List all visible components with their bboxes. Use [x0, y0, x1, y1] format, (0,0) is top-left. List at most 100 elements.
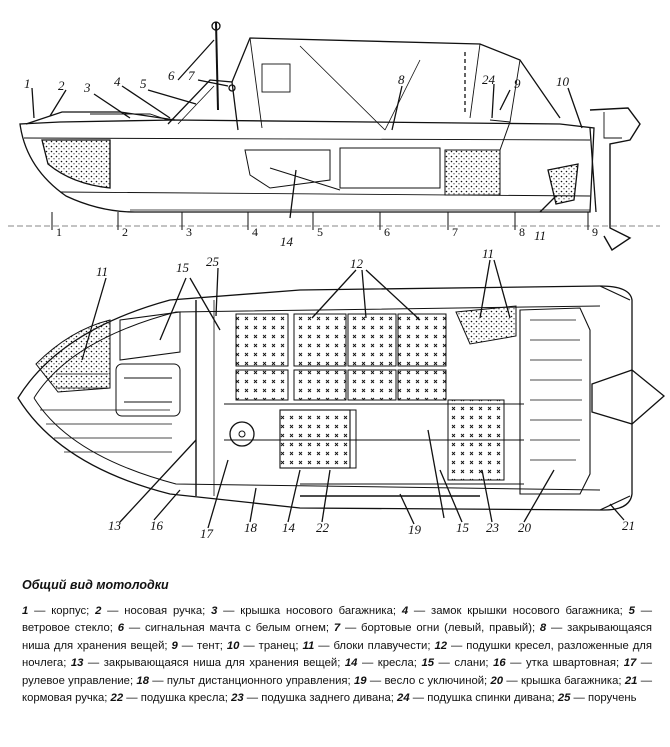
label-16-top: 16 — [150, 518, 164, 533]
legend-item: 9 — тент; — [171, 639, 223, 652]
label-25-top: 25 — [206, 254, 220, 269]
label-21-top: 21 — [622, 518, 635, 533]
legend-text: блоки плавучести; — [333, 639, 431, 652]
legend-text: рулевое управление; — [22, 674, 134, 687]
label-13-top: 13 — [108, 518, 122, 533]
bow-buoyancy-block — [41, 139, 111, 189]
label-1: 1 — [24, 76, 31, 91]
legend-number: 2 — [95, 605, 102, 617]
legend-number: 16 — [493, 657, 506, 670]
legend-number: 4 — [401, 605, 409, 617]
label-11-top: 11 — [96, 264, 108, 279]
label-11: 11 — [534, 228, 546, 243]
legend-text: подушка заднего дивана; — [261, 692, 394, 705]
outboard-motor-plan — [591, 369, 666, 425]
side-view — [8, 21, 660, 251]
legend-text: крышка носового багажника; — [240, 605, 397, 617]
legend-number: 18 — [136, 674, 149, 687]
legend-text: закрывающаяся ниша для хранения вещей; — [103, 657, 341, 670]
legend-item: 7 — бортовые огни (левый, правый); — [333, 622, 536, 635]
label-9: 9 — [514, 76, 521, 91]
legend-number: 17 — [623, 657, 637, 670]
label-2: 2 — [58, 78, 65, 93]
label-18-top: 18 — [244, 520, 258, 535]
label-14-top: 14 — [282, 520, 296, 535]
legend-number: 3 — [211, 605, 218, 617]
legend-number: 12 — [434, 639, 448, 652]
outboard-motor — [589, 107, 641, 251]
legend-number: 23 — [231, 692, 244, 705]
label-11-top-stern: 11 — [482, 246, 494, 261]
seat-cushion-22 — [279, 409, 351, 469]
boat-diagram: 1 2 3 4 5 6 7 8 24 9 10 14 11 1 2 3 4 5 … — [8, 21, 666, 541]
legend-number: 20 — [490, 674, 504, 687]
section-7: 7 — [452, 225, 458, 239]
legend-item: 25 — поручень — [557, 692, 637, 705]
legend-text: поручень — [588, 692, 637, 705]
legend-text: весло с уключиной; — [384, 674, 488, 687]
legend-item: 23 — подушка заднего дивана; — [231, 692, 394, 705]
legend-item: 4 — замок крышки носового багажника; — [401, 605, 623, 617]
section-1: 1 — [56, 225, 62, 239]
legend-text: ветровое стекло; — [22, 622, 113, 635]
section-9: 9 — [592, 225, 598, 239]
label-23-top: 23 — [486, 520, 500, 535]
label-24: 24 — [482, 72, 496, 87]
legend-number: 22 — [110, 692, 124, 705]
legend-number: 9 — [171, 639, 178, 652]
legend-item: 13 — закрывающаяся ниша для хранения вещ… — [70, 657, 341, 670]
section-5: 5 — [317, 225, 323, 239]
label-14: 14 — [280, 234, 294, 249]
legend-text: корпус; — [51, 605, 90, 617]
label-8: 8 — [398, 72, 405, 87]
rear-sofa-cushion-plan — [447, 399, 505, 481]
section-6: 6 — [384, 225, 390, 239]
legend-item: 3 — крышка носового багажника; — [211, 605, 397, 617]
label-15-top-b: 15 — [456, 520, 470, 535]
transom — [589, 127, 597, 213]
side-view-labels: 1 2 3 4 5 6 7 8 24 9 10 14 11 — [24, 68, 570, 249]
top-view — [17, 259, 666, 529]
legend-item: 10 — транец; — [226, 639, 299, 652]
legend-item: 17 — рулевое управление; — [22, 657, 653, 687]
legend-text: пульт дистанционного управления; — [166, 674, 351, 687]
legend-number: 6 — [117, 622, 125, 635]
legend-text: утка швартовная; — [526, 657, 620, 670]
label-19-top: 19 — [408, 522, 422, 537]
legend-text: тент; — [197, 639, 223, 652]
label-20-top: 20 — [518, 520, 532, 535]
legend-item: 19 — весло с уключиной; — [353, 674, 488, 687]
legend-item: 21 — кормовая ручка; — [22, 674, 653, 705]
top-view-labels: 11 15 25 12 11 13 16 17 18 14 22 19 15 2… — [96, 246, 635, 541]
canopy — [231, 37, 561, 119]
label-5: 5 — [140, 76, 147, 91]
label-12-top: 12 — [350, 256, 364, 271]
legend-item: 14 — кресла; — [344, 657, 417, 670]
section-8: 8 — [519, 225, 525, 239]
legend-text: подушка спинки дивана; — [427, 692, 555, 705]
legend-item: 12 — подушки кресел, разложенные для ноч… — [22, 639, 653, 670]
section-2: 2 — [122, 225, 128, 239]
legend-item: 22 — подушка кресла; — [110, 692, 228, 705]
stern-buoyancy-block — [547, 163, 579, 205]
legend-number: 7 — [333, 622, 341, 635]
steering-wheel — [229, 421, 255, 447]
section-4: 4 — [252, 225, 258, 239]
legend-number: 11 — [302, 639, 315, 652]
label-10: 10 — [556, 74, 570, 89]
seat-cushions-12 — [235, 313, 447, 401]
windscreen — [167, 79, 239, 131]
legend-number: 1 — [22, 605, 29, 617]
legend-number: 21 — [624, 674, 638, 687]
legend-number: 8 — [539, 622, 547, 635]
legend-item: 15 — слани; — [421, 657, 489, 670]
label-15-top: 15 — [176, 260, 190, 275]
legend-number: 19 — [353, 674, 367, 687]
legend-number: 5 — [628, 605, 635, 617]
figure-title: Общий вид мотолодки — [22, 578, 169, 592]
legend-number: 15 — [421, 657, 435, 670]
legend-number: 24 — [397, 692, 410, 705]
label-4: 4 — [114, 74, 121, 89]
legend-text: кормовая ручка; — [22, 692, 108, 705]
stern-buoyancy-plan — [455, 305, 517, 345]
